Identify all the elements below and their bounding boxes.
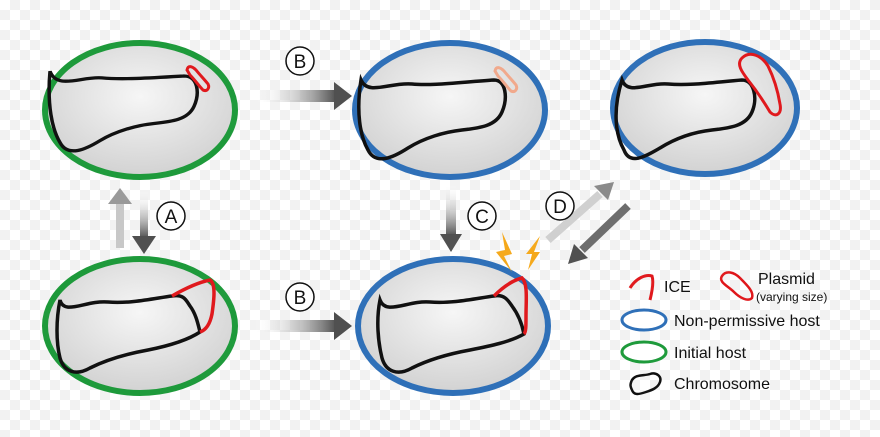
cell-non-permissive-host-large-plasmid bbox=[610, 39, 800, 177]
svg-text:C: C bbox=[475, 207, 489, 228]
svg-text:Plasmid: Plasmid bbox=[758, 271, 815, 288]
ice-integrated bbox=[171, 278, 216, 334]
spark-icon bbox=[496, 232, 512, 272]
cell-envelope bbox=[352, 40, 548, 180]
step-label-a: A bbox=[156, 201, 186, 231]
initial-host-icon bbox=[620, 340, 668, 364]
legend: ICE Plasmid (varying size) Non-permissiv… bbox=[620, 271, 827, 396]
step-label-d: D bbox=[545, 191, 575, 221]
spark-icon bbox=[526, 236, 540, 270]
legend-item-non-permissive-host: Non-permissive host bbox=[620, 308, 820, 332]
svg-text:ICE: ICE bbox=[664, 279, 691, 296]
cell-envelope bbox=[355, 256, 551, 396]
svg-text:B: B bbox=[294, 288, 307, 309]
arrow-a-double bbox=[108, 188, 156, 254]
chromosome bbox=[614, 74, 757, 161]
chromosome bbox=[47, 70, 199, 153]
chromosome bbox=[357, 73, 508, 161]
cell-envelope bbox=[42, 40, 238, 180]
legend-item-plasmid: Plasmid (varying size) bbox=[719, 271, 827, 304]
step-label-b-top: B bbox=[285, 46, 315, 76]
svg-text:Chromosome: Chromosome bbox=[674, 376, 770, 393]
legend-item-chromosome: Chromosome bbox=[629, 372, 770, 396]
plasmid-faded bbox=[493, 66, 519, 93]
step-label-b-bottom: B bbox=[285, 282, 315, 312]
cell-non-permissive-host-plasmid-lost bbox=[352, 40, 548, 180]
svg-text:Non-permissive host: Non-permissive host bbox=[674, 313, 820, 330]
svg-text:B: B bbox=[294, 52, 307, 73]
legend-item-initial-host: Initial host bbox=[620, 340, 747, 364]
cell-initial-host-ice bbox=[42, 256, 238, 396]
ice-icon bbox=[628, 274, 655, 301]
cell-envelope bbox=[42, 256, 238, 396]
chromosome-icon bbox=[629, 372, 662, 396]
svg-text:D: D bbox=[553, 197, 567, 218]
plasmid-icon bbox=[719, 271, 754, 301]
non-permissive-host-icon bbox=[620, 308, 668, 332]
cell-non-permissive-host-ice bbox=[355, 232, 551, 396]
ice-integrated bbox=[492, 276, 529, 336]
arrow-c-down bbox=[440, 186, 462, 252]
legend-item-ice: ICE bbox=[628, 274, 691, 301]
svg-text:A: A bbox=[165, 207, 178, 228]
arrow-d-double bbox=[545, 182, 631, 264]
plasmid bbox=[185, 65, 211, 92]
arrow-b-top bbox=[258, 82, 352, 110]
plasmid-large bbox=[738, 52, 782, 117]
step-label-c: C bbox=[467, 201, 497, 231]
svg-text:Initial host: Initial host bbox=[674, 345, 747, 362]
cell-initial-host-plasmid bbox=[42, 40, 238, 180]
svg-text:(varying size): (varying size) bbox=[756, 290, 827, 304]
arrow-b-bottom bbox=[256, 312, 352, 340]
cell-envelope bbox=[610, 39, 800, 177]
